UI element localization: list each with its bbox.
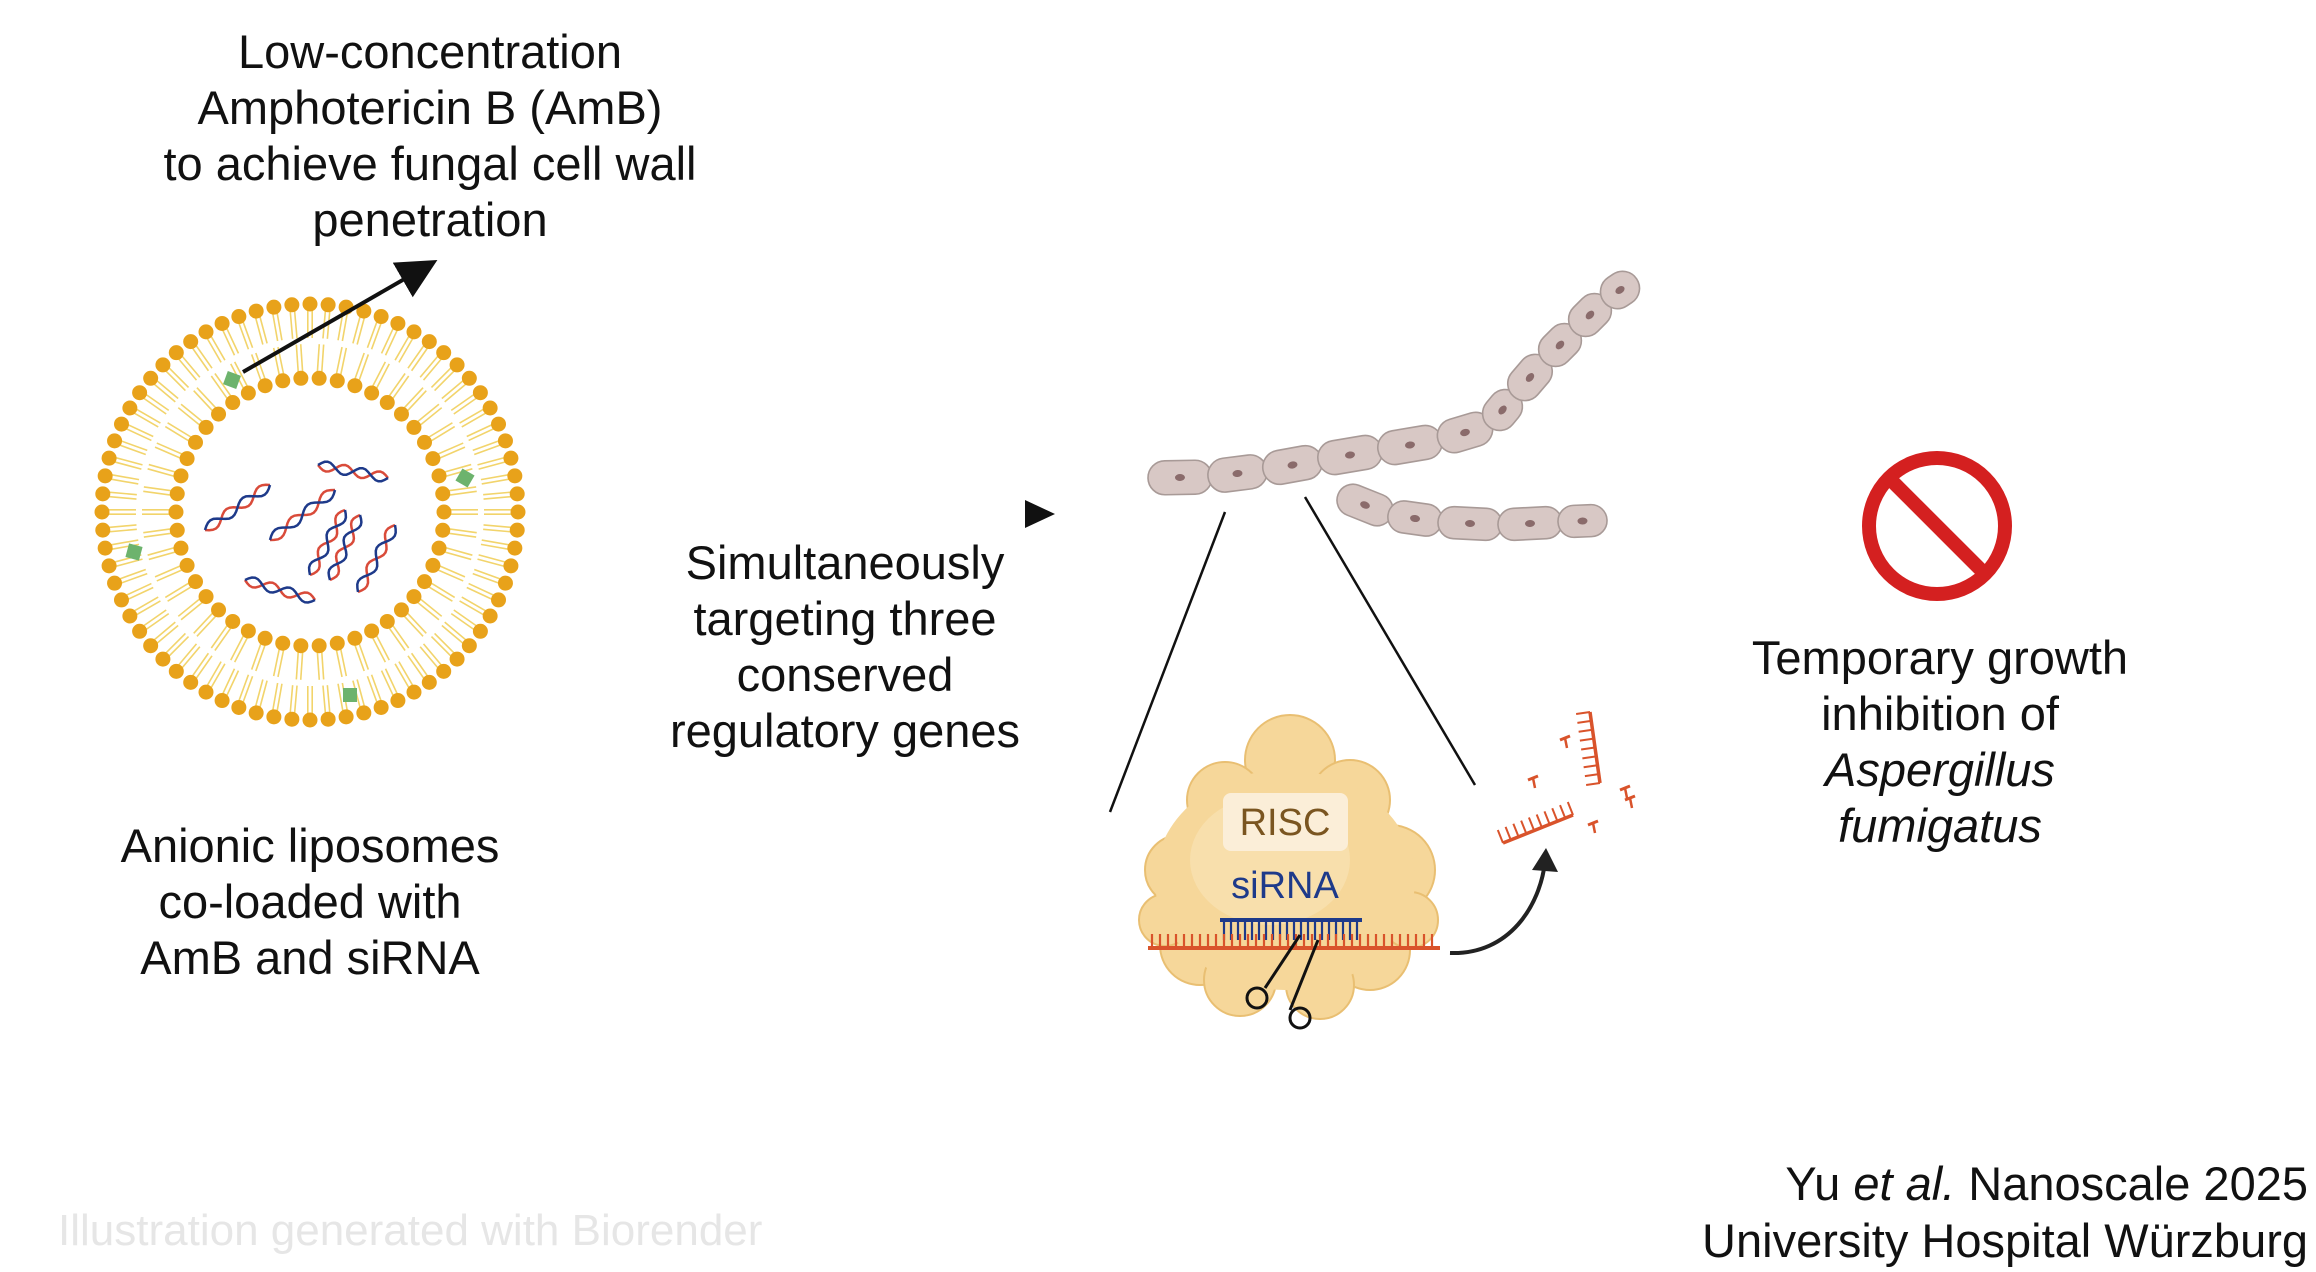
targeting-line: regulatory genes: [669, 704, 1021, 757]
citation-author: Yu: [1785, 1157, 1841, 1210]
process-arrowhead: [1025, 500, 1055, 528]
amb-pointer-arrow: [242, 260, 438, 374]
zoom-line-right: [1303, 496, 1477, 786]
targeting-line: targeting three: [693, 592, 997, 645]
cleavage-arrow: [1449, 861, 1547, 956]
result-line: Temporary growth: [1751, 631, 2129, 684]
scissors-icon: [1245, 934, 1320, 1030]
watermark: Illustration generated with Biorender: [58, 1206, 763, 1255]
species-name: Aspergillus: [1825, 743, 2055, 796]
zoom-line-left: [1108, 511, 1227, 813]
species-name: fumigatus: [1838, 799, 2042, 852]
amb-molecules: [125, 371, 475, 702]
targeting-description: Simultaneously targeting three conserved…: [600, 535, 1090, 759]
targeting-line: conserved: [736, 648, 954, 701]
fungal-hyphae-illustration: [1147, 270, 1641, 542]
citation-etal: et al.: [1853, 1157, 1956, 1210]
citation-institution: University Hospital Würzburg: [1702, 1214, 2308, 1267]
risc-complex: RISC siRNA: [1138, 714, 1440, 1030]
citation: Yu et al. Nanoscale 2025 University Hosp…: [1702, 1155, 2308, 1269]
liposome-illustration: [94, 296, 526, 728]
result-description: Temporary growth inhibition of Aspergill…: [1700, 630, 2180, 854]
liposome-line: co-loaded with: [158, 875, 462, 928]
target-mrna: [1148, 934, 1440, 950]
liposome-line: AmB and siRNA: [140, 931, 480, 984]
risc-label-box: [1223, 793, 1348, 851]
amb-line: Low-concentration: [237, 25, 623, 78]
cleaved-mrna-fragments: [1496, 711, 1636, 845]
amb-line: Amphotericin B (AmB): [197, 81, 663, 134]
citation-journal: Nanoscale 2025: [1968, 1157, 2308, 1210]
risc-label: RISC: [1240, 802, 1331, 844]
liposome-line: Anionic liposomes: [120, 819, 500, 872]
result-line: inhibition of: [1821, 687, 2059, 740]
targeting-line: Simultaneously: [685, 536, 1005, 589]
sirna-strands: [203, 460, 397, 604]
liposome-description: Anionic liposomes co-loaded with AmB and…: [60, 818, 560, 986]
cleavage-arrowhead: [1532, 848, 1558, 872]
sirna-label: siRNA: [1231, 865, 1339, 907]
prohibition-icon: [1862, 451, 2012, 601]
amb-line: to achieve fungal cell wall: [163, 137, 697, 190]
amb-line: penetration: [312, 193, 548, 246]
amb-description: Low-concentration Amphotericin B (AmB) t…: [110, 24, 750, 248]
